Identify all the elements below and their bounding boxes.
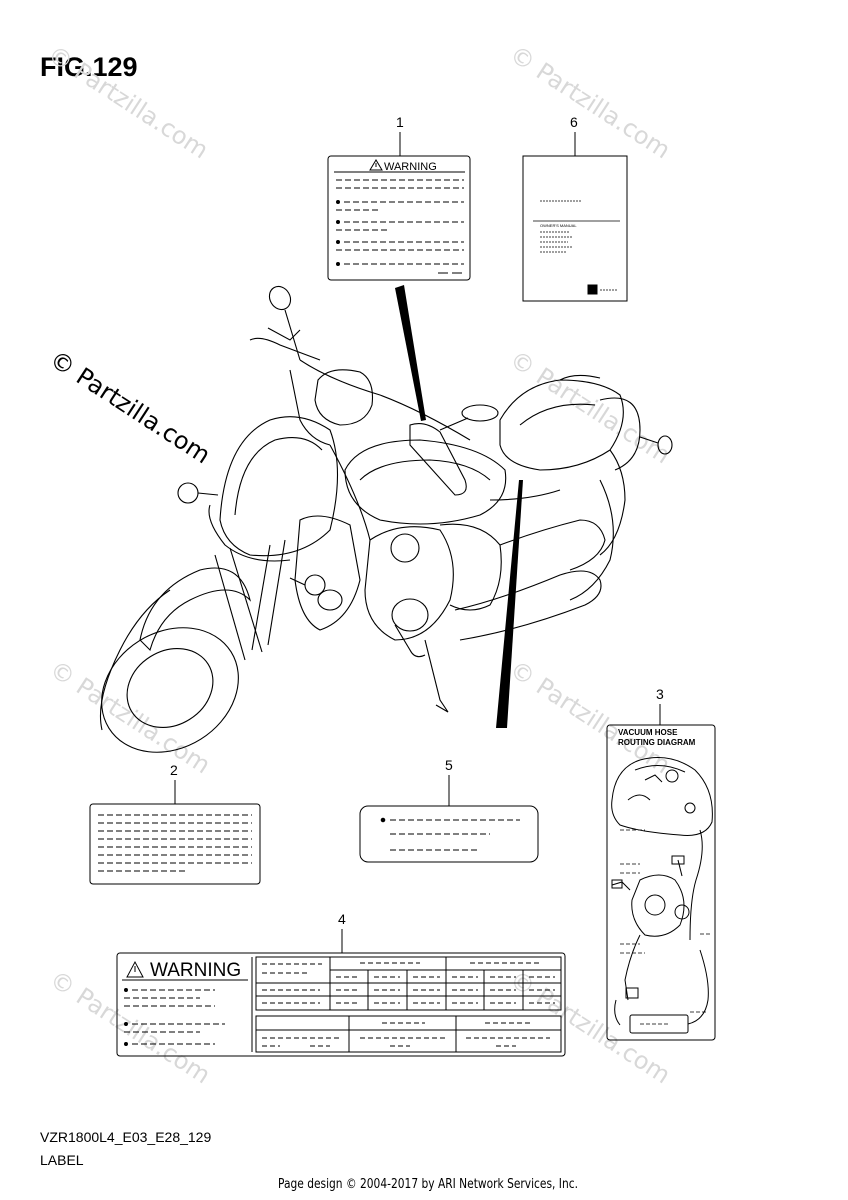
label-6-manual-title: OWNER'S MANUAL (540, 223, 577, 228)
leader-lines (174, 132, 661, 953)
label-3-vacuum-hose-diagram[interactable] (606, 724, 716, 1041)
callout-3[interactable]: 3 (656, 686, 664, 702)
pointer-wedge-label-1 (395, 285, 426, 421)
label-4-warning-text: WARNING (150, 960, 241, 981)
callout-2[interactable]: 2 (170, 762, 178, 778)
section-label: LABEL (40, 1152, 84, 1168)
label-6-owners-manual[interactable] (522, 155, 628, 302)
callout-1[interactable]: 1 (396, 114, 404, 130)
label-3-title-line1: VACUUM HOSE (618, 728, 678, 737)
callout-5[interactable]: 5 (445, 757, 453, 773)
callout-4[interactable]: 4 (338, 911, 346, 927)
motorcycle-illustration (99, 285, 673, 753)
label-3-title-line2: ROUTING DIAGRAM (618, 738, 696, 747)
label-4-warning-table[interactable] (116, 952, 566, 1057)
label-2[interactable] (89, 803, 261, 885)
label-1-warning[interactable] (327, 155, 471, 281)
figure-title: FIG.129 (40, 52, 138, 82)
pointer-wedge-label-5 (496, 480, 523, 728)
label-1-warning-text: WARNING (384, 161, 437, 173)
page-credit: Page design © 2004-2017 by ARI Network S… (278, 1177, 578, 1192)
figure-code: VZR1800L4_E03_E28_129 (40, 1129, 212, 1145)
label-5[interactable] (359, 805, 539, 863)
callout-6[interactable]: 6 (570, 114, 578, 130)
